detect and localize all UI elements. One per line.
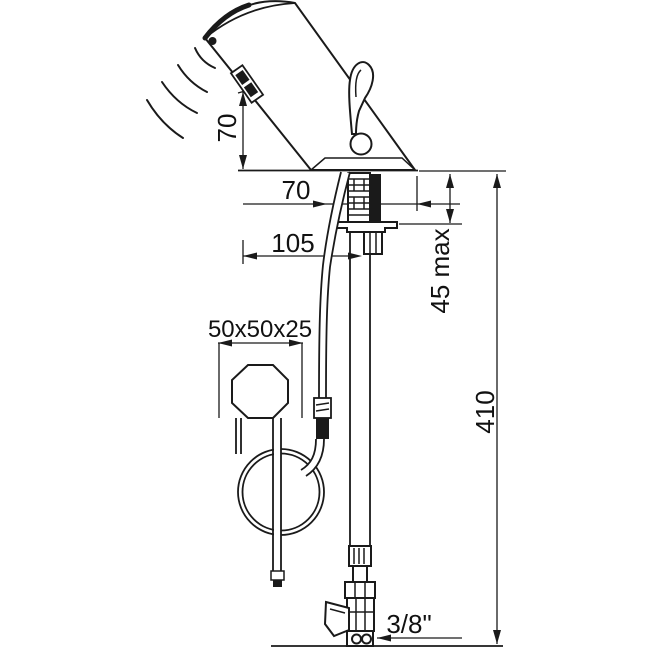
- control-box-housing: [231, 364, 289, 419]
- label-connection-3-8: 3/8": [386, 609, 431, 639]
- compression-nut-facets: [354, 582, 366, 598]
- dim-arrows: [218, 92, 501, 644]
- supply-pipe-fill: [351, 228, 369, 546]
- sensor-wave-3: [161, 81, 198, 114]
- base-skirt-seam: [310, 157, 416, 171]
- box-cable-left: [235, 418, 242, 454]
- dim-lines: [218, 86, 506, 647]
- arrow-up-45max: [446, 174, 454, 188]
- aerator-outlet: [229, 63, 265, 105]
- arrow-left-box: [218, 339, 232, 347]
- arrow-left-3-8: [377, 634, 391, 642]
- arrow-up-410: [493, 174, 501, 188]
- arrow-down-45max: [446, 209, 454, 223]
- hose-ferrule: [348, 545, 372, 567]
- sensor-cap-shade: [202, 2, 252, 41]
- stop-valve-facets: [347, 598, 374, 631]
- dim-height-70-text: 70: [212, 114, 242, 143]
- sensor-wave-2: [177, 64, 208, 93]
- dim-410-text: 410: [470, 390, 500, 433]
- dim-box-text: 50x50x25: [208, 316, 312, 343]
- sensor-waves: [146, 47, 216, 139]
- control-box: [231, 364, 289, 419]
- spout-silhouette: [203, 0, 417, 171]
- stop-valve: [323, 545, 376, 647]
- arrow-left-reach105: [243, 252, 257, 260]
- connector-tail-right: [305, 438, 325, 477]
- connector-tail-left: [300, 438, 317, 471]
- handle-detail: [329, 608, 346, 614]
- arrow-right-box: [289, 339, 303, 347]
- electrode-cable: [235, 418, 285, 587]
- cable-connector-detail: [315, 402, 330, 412]
- bracket-plate: [334, 221, 398, 233]
- aerator-slot-2: [243, 82, 259, 98]
- dim-45max-text: 45 max: [425, 228, 455, 313]
- temperature-lever: [348, 61, 375, 135]
- lever-knob: [349, 132, 373, 156]
- arrow-right-reach105: [348, 252, 362, 260]
- arrow-up-height70: [239, 92, 247, 106]
- valve-outlet-port-right: [361, 633, 372, 645]
- valve-outlet-port-left: [351, 633, 362, 645]
- shank-facets: [353, 179, 365, 209]
- temperature-lever-inner: [354, 69, 362, 98]
- spout-body: [202, 0, 417, 171]
- fixing-rod: [370, 174, 381, 221]
- threaded-shank: [347, 172, 381, 223]
- bracket-nut: [363, 231, 383, 255]
- arrow-down-height70: [239, 155, 247, 169]
- mounting-bracket: [334, 221, 398, 255]
- stop-valve-body: [346, 597, 375, 632]
- compression-nut: [344, 581, 376, 599]
- dim-reach-105-text: 105: [271, 228, 314, 258]
- sensor-cable: [300, 170, 351, 477]
- dim-texts: 70 70 105 45 max 410 50x50x25 3/8": [208, 114, 500, 639]
- sensor-cable-casing: [318, 170, 350, 399]
- arrow-left-offset70: [417, 200, 431, 208]
- aerator-slot-1: [235, 69, 250, 85]
- shank-threads: [348, 178, 370, 216]
- electrode-cable-fill: [274, 418, 281, 571]
- arrow-right-offset70: [313, 200, 327, 208]
- bracket-nut-facets: [369, 232, 377, 254]
- stop-valve-handle: [323, 600, 350, 638]
- valve-neck: [352, 565, 368, 583]
- supply-pipe-lines: [349, 228, 371, 546]
- ferrule-crimps: [353, 548, 365, 564]
- electrode-tip: [273, 580, 282, 587]
- electrode-cable-lines: [272, 418, 282, 571]
- sensor-wave-1: [194, 47, 216, 69]
- electrode-tip-body: [270, 570, 285, 581]
- dim-offset-70-text: 70: [282, 175, 311, 205]
- sensor-cable-left: [318, 171, 342, 399]
- sensor-dot: [208, 37, 217, 45]
- sensor-wave-4: [146, 99, 184, 139]
- cable-connector: [313, 397, 332, 419]
- sensor-cable-right: [325, 171, 351, 399]
- supply-pipe: [349, 228, 371, 546]
- cable-connector-plug: [316, 418, 329, 439]
- arrow-down-410: [493, 630, 501, 644]
- connector-tail-casing: [301, 438, 325, 477]
